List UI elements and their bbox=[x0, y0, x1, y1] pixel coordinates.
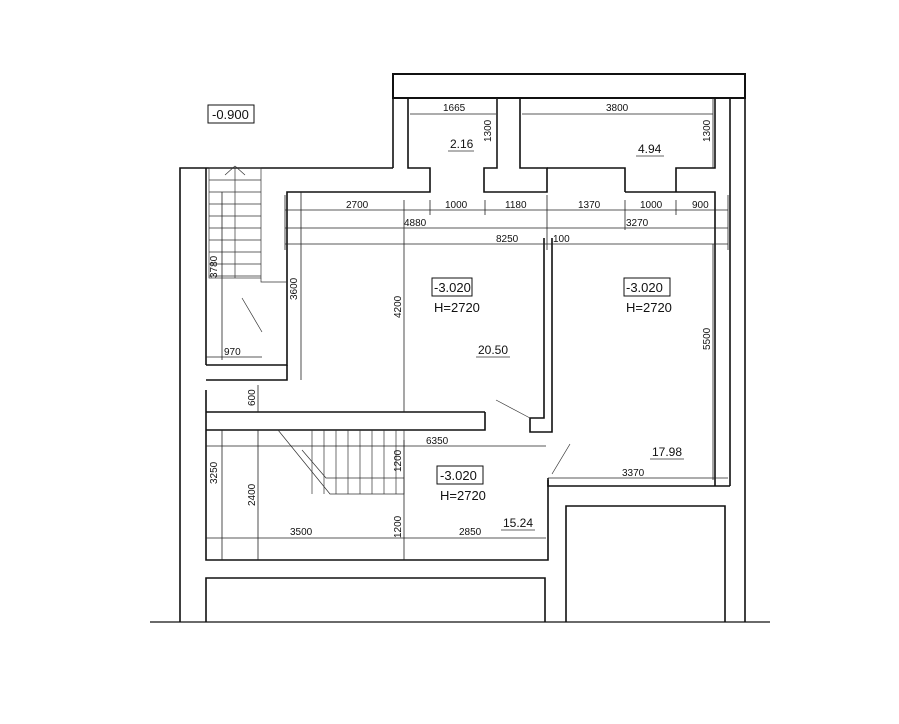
dim-6350: 6350 bbox=[426, 436, 449, 447]
level-box-room-a bbox=[431, 277, 473, 297]
level-box-room-b bbox=[623, 277, 671, 297]
staircase-lower bbox=[277, 429, 405, 495]
dim-3370: 3370 bbox=[622, 468, 645, 479]
dimension-lines bbox=[206, 98, 729, 560]
area-bottom: 15.24 bbox=[503, 516, 533, 530]
dim-2700: 2700 bbox=[346, 200, 369, 211]
dim-3500: 3500 bbox=[290, 527, 313, 538]
dim-1000-b: 1000 bbox=[640, 200, 663, 211]
dim-8250: 8250 bbox=[496, 234, 519, 245]
dim-600: 600 bbox=[247, 389, 258, 406]
dim-5500: 5500 bbox=[702, 327, 713, 350]
height-room-a: H=2720 bbox=[434, 300, 480, 315]
level-mark-room-b: -3.020 bbox=[626, 280, 663, 295]
area-main-left: 20.50 bbox=[478, 343, 508, 357]
height-room-c: H=2720 bbox=[440, 488, 486, 503]
dim-4880: 4880 bbox=[404, 218, 427, 229]
dim-900: 900 bbox=[692, 200, 709, 211]
dim-100: 100 bbox=[553, 234, 570, 245]
dim-1200-a: 1200 bbox=[393, 449, 404, 472]
dim-970: 970 bbox=[224, 347, 241, 358]
dim-3800: 3800 bbox=[606, 103, 629, 114]
dim-3780: 3780 bbox=[209, 255, 220, 278]
dim-3250: 3250 bbox=[209, 461, 220, 484]
area-small-right: 4.94 bbox=[638, 142, 662, 156]
level-box-entry bbox=[207, 104, 255, 124]
dim-3600: 3600 bbox=[289, 277, 300, 300]
level-mark-room-a: -3.020 bbox=[434, 280, 471, 295]
outer-walls bbox=[179, 73, 746, 622]
dim-1180: 1180 bbox=[505, 200, 527, 211]
dim-2400: 2400 bbox=[247, 483, 258, 506]
level-box-room-c bbox=[436, 465, 484, 485]
dim-1300-b: 1300 bbox=[702, 119, 713, 142]
area-main-right: 17.98 bbox=[652, 445, 682, 459]
dim-1000-a: 1000 bbox=[445, 200, 468, 211]
height-room-b: H=2720 bbox=[626, 300, 672, 315]
dim-3270: 3270 bbox=[626, 218, 649, 229]
dim-4200: 4200 bbox=[393, 295, 404, 318]
level-mark-room-c: -3.020 bbox=[440, 468, 477, 483]
dim-1200-b: 1200 bbox=[393, 515, 404, 538]
dim-1370: 1370 bbox=[578, 200, 601, 211]
doors bbox=[241, 297, 571, 475]
level-mark-entry: -0.900 bbox=[212, 107, 249, 122]
dim-1665: 1665 bbox=[443, 103, 466, 114]
dim-1300-a: 1300 bbox=[483, 119, 494, 142]
dim-2850: 2850 bbox=[459, 527, 482, 538]
staircase-upper bbox=[208, 165, 287, 283]
area-small-left: 2.16 bbox=[450, 137, 474, 151]
